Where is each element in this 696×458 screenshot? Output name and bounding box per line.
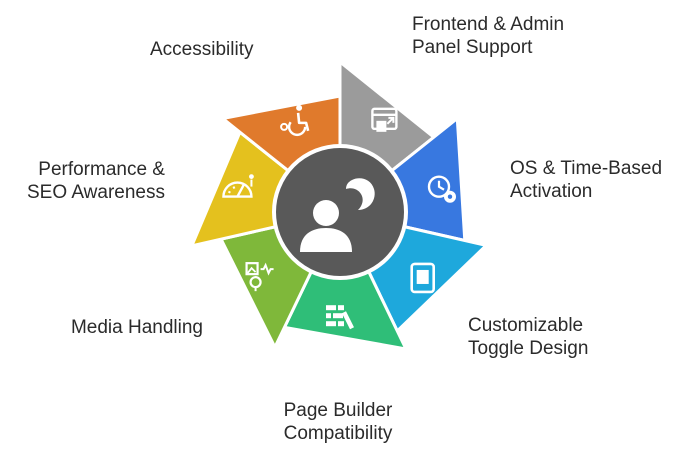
clock-gear-icon: [427, 175, 456, 203]
label-page-builder: Page Builder Compatibility: [283, 400, 393, 444]
label-os-time: OS & Time-Based Activation: [510, 158, 663, 202]
person-thinking-icon: [300, 178, 375, 252]
bricks-icon: [325, 305, 354, 330]
label-media: Media Handling: [70, 317, 203, 338]
label-frontend-admin: Frontend & Admin Panel Support: [412, 14, 565, 58]
center-hub: [272, 144, 408, 280]
speedometer-icon: [222, 174, 254, 198]
label-toggle-design: Customizable Toggle Design: [468, 315, 589, 359]
wheelchair-icon: [280, 104, 310, 137]
window-resize-icon: [371, 107, 398, 132]
label-accessibility: Accessibility: [150, 39, 254, 60]
label-performance: Performance & SEO Awareness: [26, 159, 165, 203]
toggle-card-icon: [410, 262, 435, 294]
media-icon: [245, 262, 274, 292]
